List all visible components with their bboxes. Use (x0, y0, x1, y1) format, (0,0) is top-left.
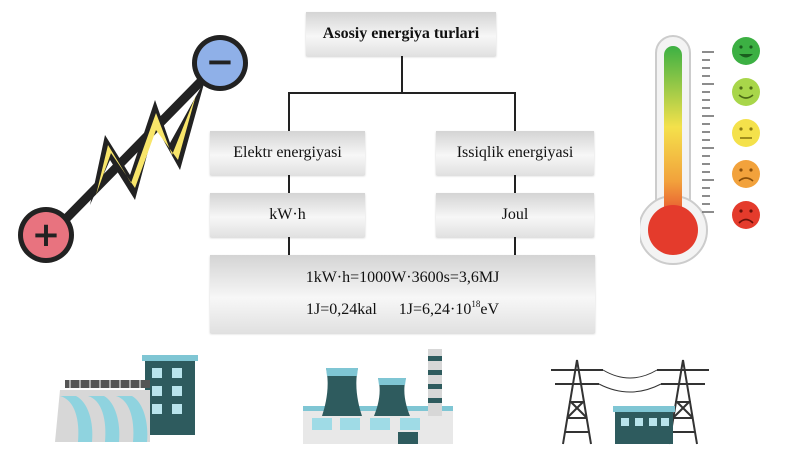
formula-ev: 1J=6,24·1018eV (398, 299, 500, 318)
transmission-tower-icon (551, 359, 709, 445)
connector-horizontal (288, 92, 516, 94)
connector-elektr-unit (288, 175, 290, 193)
connector-right-down (514, 92, 516, 131)
formula-line-1: 1kW·h=1000W·3600s=3,6MJ (305, 269, 500, 287)
battery-lightning-icon: − + (18, 35, 248, 263)
unit-joul: Joul (436, 193, 594, 237)
face-very-sad-icon (732, 201, 760, 229)
positive-symbol: + (32, 215, 61, 255)
formula-box: 1kW·h=1000W·3600s=3,6MJ 1J=0,24kal 1J=6,2… (210, 255, 595, 333)
face-neutral-icon (732, 119, 760, 147)
hydro-power-plant-icon (55, 355, 198, 442)
diagram-title: Asosiy energiya turlari (306, 12, 496, 56)
thermometer-icon (640, 35, 760, 265)
face-very-happy-icon (732, 37, 760, 65)
connector-issiqlik-unit (514, 175, 516, 193)
negative-symbol: − (206, 42, 235, 82)
formula-kal: 1J=0,24kal (305, 300, 377, 318)
face-sad-icon (732, 160, 760, 188)
unit-kwh: kW·h (210, 193, 365, 237)
thermal-power-plant-icon (303, 349, 453, 444)
connector-kwh-formula (288, 237, 290, 255)
connector-left-down (288, 92, 290, 131)
formula-line-2: 1J=0,24kal 1J=6,24·1018eV (306, 291, 499, 322)
connector-joul-formula (514, 237, 516, 255)
connector-title-down (401, 56, 403, 93)
branch-elektr-energiyasi: Elektr energiyasi (210, 131, 365, 175)
face-happy-icon (732, 78, 760, 106)
branch-issiqlik-energiyasi: Issiqlik energiyasi (436, 131, 594, 175)
